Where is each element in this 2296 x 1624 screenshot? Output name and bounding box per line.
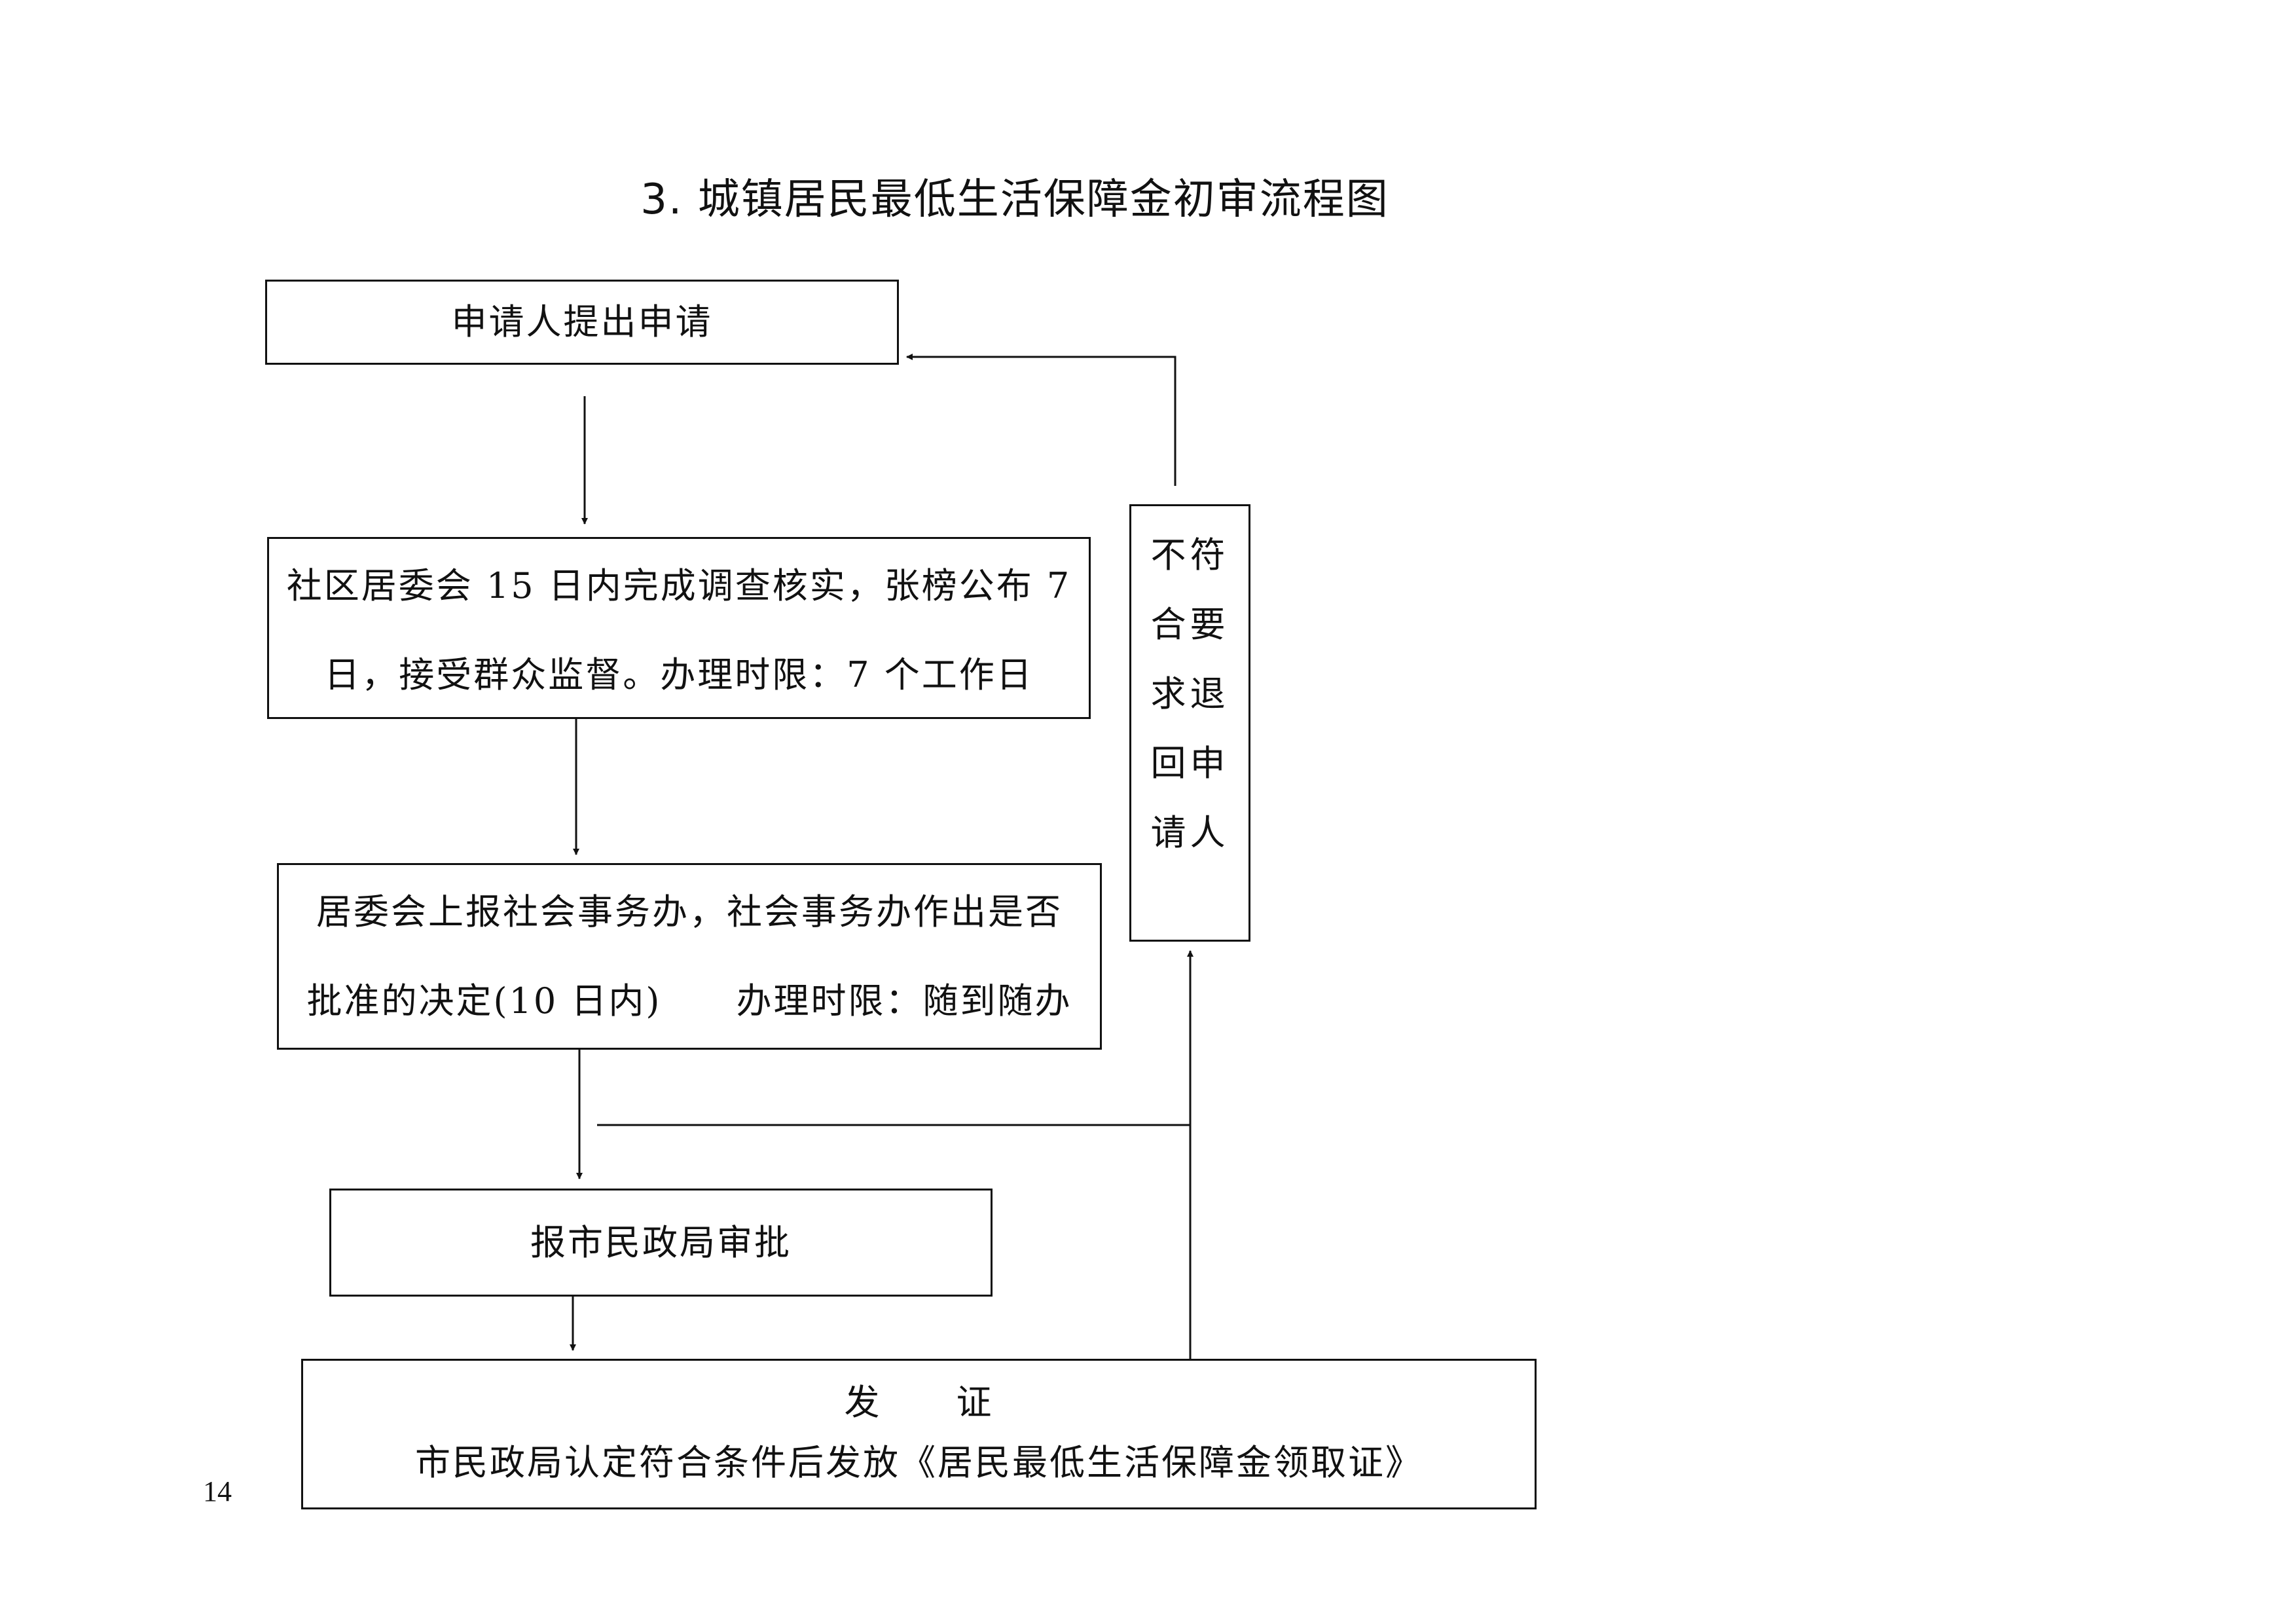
- apply-step-text: 申请人提出申请: [451, 301, 713, 342]
- bureau-approval-box: 报市民政局审批: [329, 1189, 993, 1297]
- reject-return-line: 不符: [1150, 534, 1230, 576]
- community-review-line-2: 日，接受群众监督。办理时限：7 个工作日: [324, 654, 1034, 695]
- community-review-box: 社区居委会 15 日内完成调查核实，张榜公布 7 日，接受群众监督。办理时限：7…: [267, 537, 1091, 719]
- certificate-issue-box: 发 证 市民政局认定符合条件后发放《居民最低生活保障金领取证》: [301, 1359, 1537, 1509]
- arrow-reject-to-apply: [906, 354, 1176, 486]
- reject-return-box: 不符 合要 求退 回申 请人: [1129, 504, 1250, 942]
- page-number: 14: [203, 1475, 232, 1507]
- reject-return-line: 回申: [1150, 743, 1230, 784]
- page-title: 3. 城镇居民最低生活保障金初审流程图: [640, 175, 1389, 224]
- reject-return-line: 求退: [1150, 673, 1230, 714]
- apply-step-box: 申请人提出申请: [265, 280, 899, 365]
- bureau-approval-text: 报市民政局审批: [530, 1222, 792, 1263]
- community-review-line-1: 社区居委会 15 日内完成调查核实，张榜公布 7: [286, 565, 1072, 606]
- report-decision-line-2: 批准的决定(10 日内) 办理时限：随到随办: [306, 980, 1072, 1022]
- report-decision-box: 居委会上报社会事务办，社会事务办作出是否 批准的决定(10 日内) 办理时限：随…: [277, 863, 1102, 1050]
- reject-return-line: 请人: [1150, 812, 1230, 853]
- report-decision-line-1: 居委会上报社会事务办，社会事务办作出是否: [316, 891, 1063, 932]
- certificate-issue-heading: 发 证: [844, 1382, 994, 1423]
- reject-return-line: 合要: [1150, 604, 1230, 645]
- certificate-issue-detail: 市民政局认定符合条件后发放《居民最低生活保障金领取证》: [415, 1442, 1423, 1483]
